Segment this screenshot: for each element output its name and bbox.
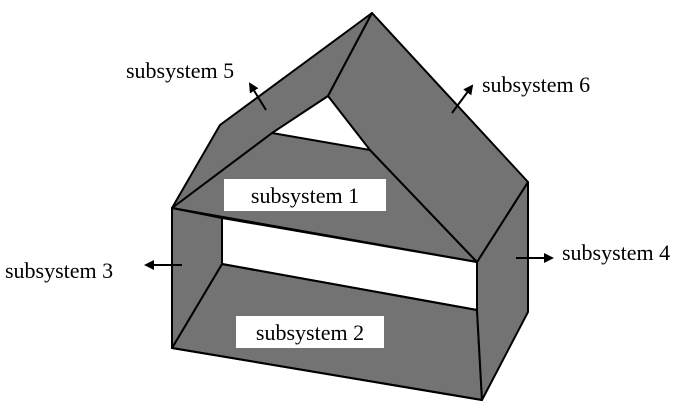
front-ceiling-edge	[171, 207, 478, 263]
subsystem-6-arrow	[451, 84, 474, 114]
subsystem-4-label: subsystem 4	[562, 240, 670, 265]
subsystem-2-box	[236, 316, 384, 348]
back-floor-edge	[221, 263, 478, 311]
subsystem-3-label: subsystem 3	[5, 258, 113, 283]
front-bottom-edge	[171, 347, 483, 401]
right-roof-face	[327, 12, 529, 263]
subsystem-1-label: subsystem 1	[251, 183, 359, 208]
subsystem-2-label: subsystem 2	[256, 320, 364, 345]
subsystem-6-label: subsystem 6	[482, 72, 590, 97]
subsystem-5-label: subsystem 5	[126, 58, 234, 83]
subsystem-5-arrow	[248, 82, 267, 111]
subsystem-1-box	[224, 179, 386, 211]
